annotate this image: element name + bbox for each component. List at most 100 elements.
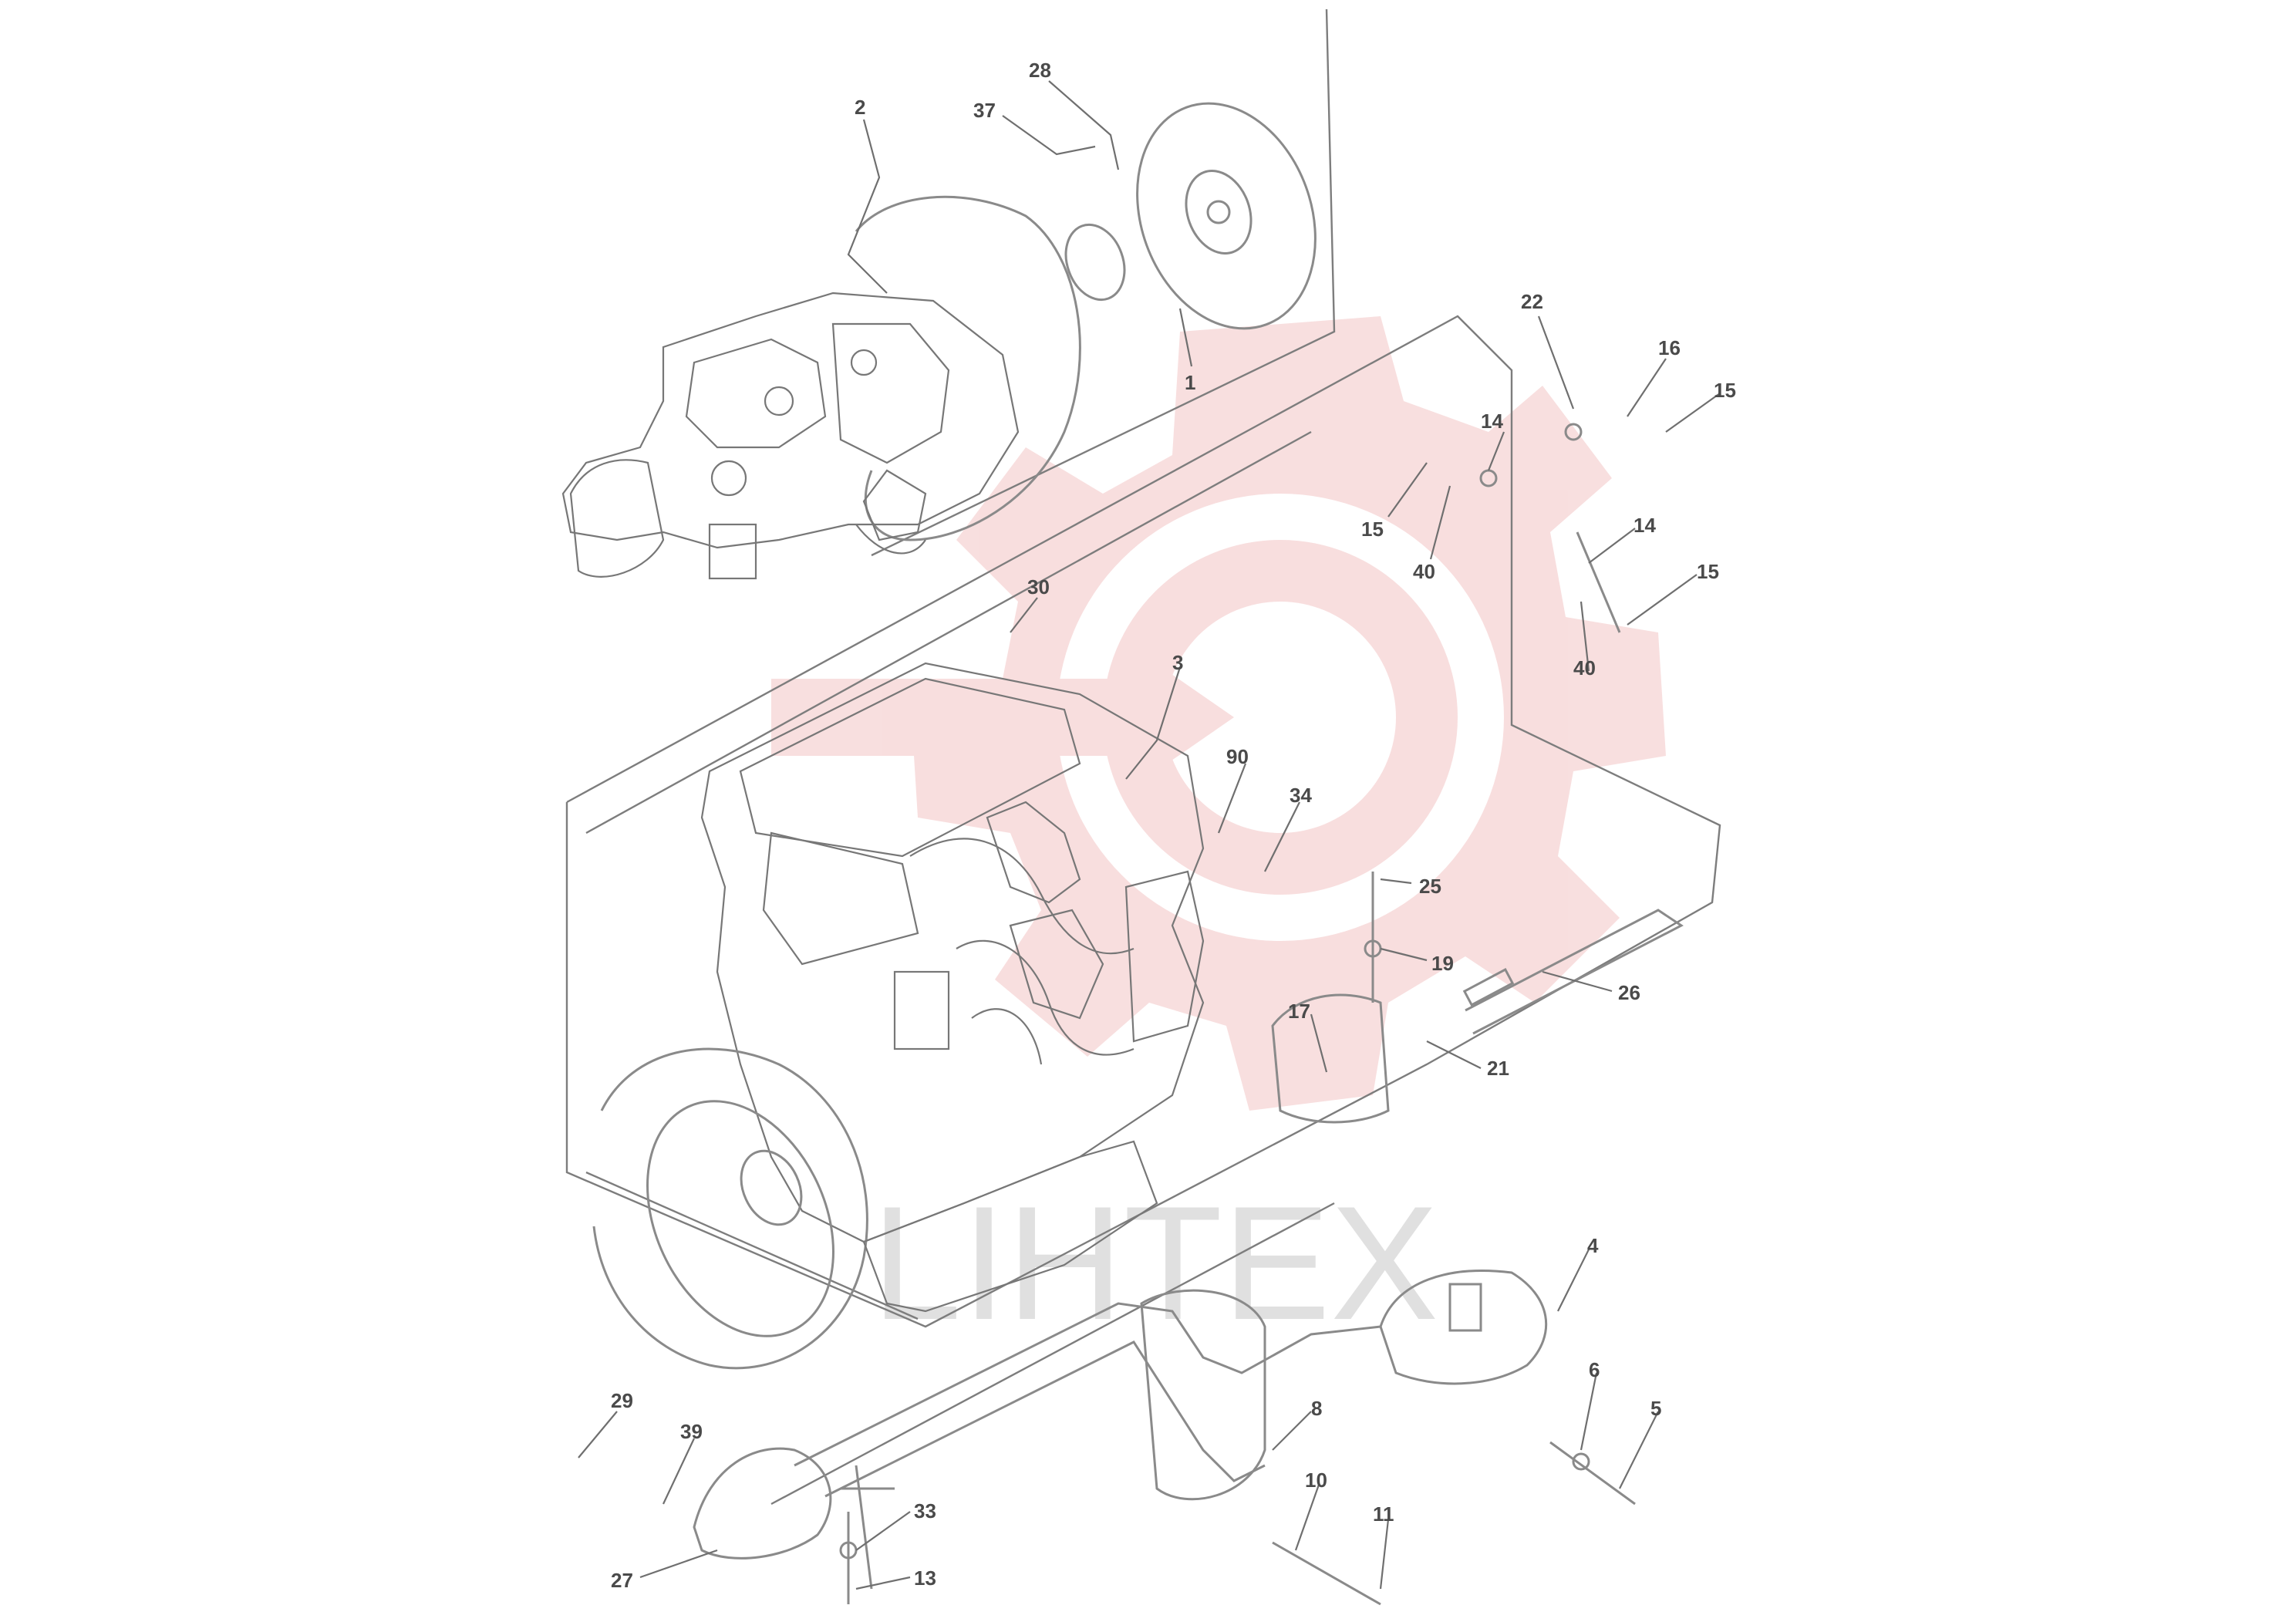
leader-13 (855, 1576, 911, 1590)
engine-valve-cover (739, 677, 1081, 858)
bolt-right (1549, 1441, 1636, 1506)
leader-15a (1665, 393, 1721, 433)
main-frame (565, 315, 1721, 1328)
watermark-ring-inner (1165, 602, 1396, 833)
pump-port-1 (710, 460, 747, 497)
pump-bracket (855, 524, 926, 555)
pump-detail-1 (685, 338, 827, 449)
callout-15a: 15 (1714, 379, 1736, 402)
leader-15c (1627, 574, 1698, 626)
leader-26 (1542, 970, 1613, 993)
flywheel-housing (855, 195, 1081, 541)
leader-1 (1178, 308, 1193, 367)
bell-housing-inner (646, 1100, 834, 1337)
leader-5 (1619, 1411, 1659, 1489)
leader-4 (1557, 1249, 1590, 1312)
top-frame (871, 8, 1336, 557)
leader-30 (1010, 597, 1038, 633)
leader-29 (578, 1411, 618, 1458)
callout-33: 33 (914, 1499, 936, 1523)
callout-90: 90 (1226, 745, 1249, 768)
rail-bolt-body (1462, 968, 1515, 1007)
engine-assembly (592, 662, 1205, 1370)
callout-14b: 14 (1633, 514, 1656, 537)
washer-15a (1564, 423, 1583, 441)
mount-front-left (693, 1447, 832, 1560)
leader-19 (1380, 947, 1428, 962)
leader-16a (1627, 358, 1667, 417)
leader-39 (663, 1438, 695, 1505)
bolt-14 (1576, 531, 1621, 633)
leader-40b (1580, 601, 1590, 672)
bell-housing-hub (740, 1149, 803, 1226)
leader-8 (1272, 1411, 1312, 1451)
engine-intake (762, 831, 919, 966)
coupling (1064, 223, 1126, 302)
mount-rear-right-block (1448, 1283, 1482, 1332)
pump-detail-3 (862, 469, 927, 541)
callout-10: 10 (1305, 1469, 1327, 1492)
engine-lower (862, 1140, 1158, 1313)
leader-15b (1387, 462, 1428, 518)
callout-37: 37 (973, 99, 996, 122)
section-frames (565, 8, 1721, 1506)
callout-30: 30 (1027, 575, 1050, 599)
leader-2 (847, 119, 888, 294)
leader-14a (1487, 431, 1505, 471)
pump-block (708, 523, 757, 580)
leader-25 (1380, 878, 1412, 885)
callout-14a: 14 (1481, 410, 1503, 433)
callout-3: 3 (1172, 651, 1183, 674)
cross-rail (794, 1302, 1381, 1498)
frame-diag-2 (585, 1171, 919, 1320)
leader-27 (639, 1549, 718, 1579)
leader-37 (1002, 115, 1096, 156)
leader-21 (1426, 1040, 1482, 1069)
washer-6 (1572, 1452, 1590, 1471)
leader-17 (1310, 1013, 1328, 1073)
bell-housing (592, 1047, 868, 1370)
flywheel-disc (1136, 102, 1317, 330)
leader-11 (1379, 1519, 1390, 1590)
flywheel-center (1206, 200, 1231, 224)
mount-front-plate (841, 1465, 895, 1590)
callout-19: 19 (1431, 952, 1454, 975)
callout-29: 29 (611, 1389, 633, 1412)
frame-diag-1 (585, 430, 1312, 835)
leader-3 (1125, 666, 1182, 780)
callout-21: 21 (1487, 1057, 1509, 1080)
bolt-center (1272, 1541, 1381, 1606)
mount-center (1140, 1289, 1266, 1501)
callout-13: 13 (914, 1566, 936, 1590)
engine-injectors (986, 801, 1104, 1020)
engine-side-manifold (1124, 870, 1205, 1043)
callout-labels: 2 37 28 1 22 16 15 14 15 40 14 15 40 30 … (611, 59, 1736, 1592)
right-rail (1465, 909, 1684, 1035)
leader-33 (855, 1511, 911, 1551)
callout-8: 8 (1311, 1397, 1322, 1420)
leader-lines (578, 80, 1721, 1590)
leader-40a (1429, 485, 1451, 560)
callout-2: 2 (855, 96, 865, 119)
callout-34: 34 (1290, 784, 1312, 807)
callout-6: 6 (1589, 1358, 1600, 1381)
pump-port-3 (850, 349, 878, 376)
leader-90 (1217, 763, 1247, 834)
pump-port-2 (764, 386, 794, 416)
callout-15c: 15 (1697, 560, 1719, 583)
mount-assembly (693, 909, 1684, 1590)
engine-filter (893, 970, 950, 1050)
callout-5: 5 (1650, 1397, 1661, 1420)
callout-11: 11 (1373, 1502, 1394, 1526)
pump-body (561, 292, 1020, 549)
leader-10 (1294, 1484, 1320, 1551)
callout-39: 39 (680, 1420, 703, 1443)
leader-6 (1580, 1372, 1598, 1451)
flywheel-hub (1185, 170, 1253, 255)
callout-40a: 40 (1413, 560, 1435, 583)
callout-17: 17 (1288, 1000, 1310, 1023)
engine-harness (909, 838, 1135, 1065)
callout-25: 25 (1419, 875, 1441, 898)
